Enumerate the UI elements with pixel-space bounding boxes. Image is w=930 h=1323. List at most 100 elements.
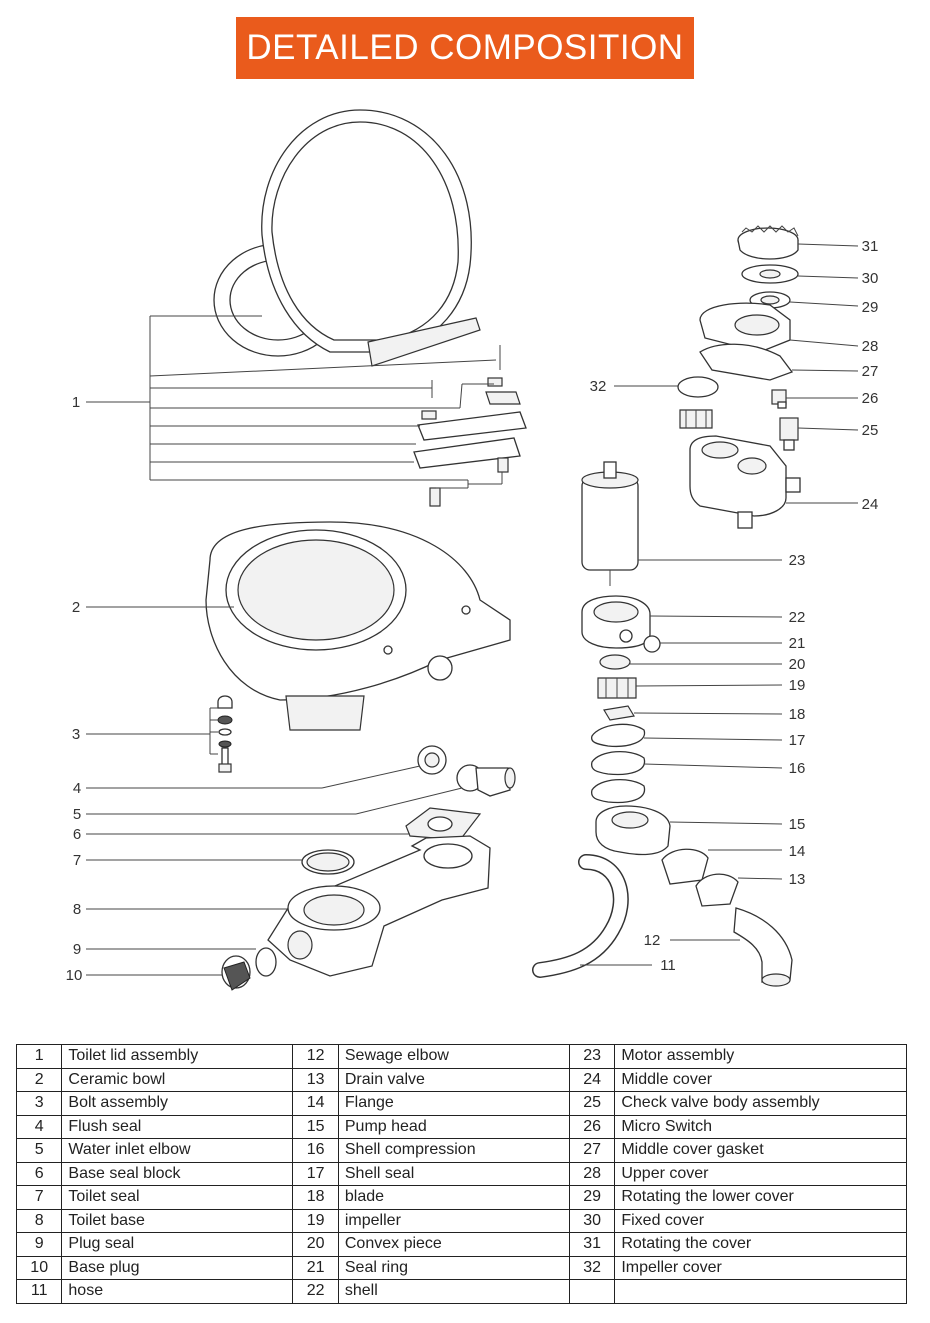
part-number: 9 xyxy=(15,1232,63,1257)
bolt-assembly-illustration xyxy=(217,695,233,773)
callout-lines-right xyxy=(580,243,859,966)
callout-21: 21 xyxy=(789,635,806,652)
hose-illustration xyxy=(532,854,629,978)
part-name: Shell compression xyxy=(337,1138,570,1163)
impeller-illustration xyxy=(597,677,637,699)
page-title: DETAILED COMPOSITION xyxy=(236,17,694,79)
callout-lines-1 xyxy=(86,315,503,489)
callout-31: 31 xyxy=(862,238,879,255)
part-name: Check valve body assembly xyxy=(614,1091,907,1116)
pump-head-illustration xyxy=(595,805,671,856)
flush-seal-illustration xyxy=(417,745,447,775)
fixed-cover-illustration xyxy=(741,264,799,284)
callout-1: 1 xyxy=(72,394,80,411)
part-name: Base plug xyxy=(61,1255,294,1280)
impeller-small-illustration xyxy=(679,409,713,429)
callout-17: 17 xyxy=(789,732,806,749)
part-name xyxy=(614,1279,907,1304)
callout-24: 24 xyxy=(862,496,879,513)
micro-switch-illustration xyxy=(771,389,787,409)
part-number xyxy=(568,1279,616,1304)
callout-28: 28 xyxy=(862,338,879,355)
part-name: Water inlet elbow xyxy=(61,1138,294,1163)
part-number: 10 xyxy=(15,1255,63,1280)
part-number: 17 xyxy=(292,1161,339,1186)
part-number: 25 xyxy=(568,1091,616,1116)
part-number: 32 xyxy=(568,1255,616,1280)
shell-compression-illustration xyxy=(590,751,646,776)
part-name: Middle cover gasket xyxy=(614,1138,907,1163)
shell-illustration xyxy=(581,595,651,649)
part-number: 31 xyxy=(568,1232,616,1257)
water-inlet-elbow-illustration xyxy=(456,764,516,797)
part-number: 20 xyxy=(292,1232,339,1257)
part-name: Middle cover xyxy=(614,1067,907,1092)
callout-26: 26 xyxy=(862,390,879,407)
callout-10: 10 xyxy=(66,967,83,984)
motor-assembly-illustration xyxy=(581,461,639,586)
part-name: blade xyxy=(337,1185,570,1210)
callout-3: 3 xyxy=(72,726,80,743)
part-name: Seal ring xyxy=(337,1255,570,1280)
part-name: Plug seal xyxy=(61,1232,294,1257)
middle-cover-illustration xyxy=(689,435,801,529)
part-name: Sewage elbow xyxy=(337,1044,570,1069)
part-number: 12 xyxy=(292,1044,339,1069)
part-name: Motor assembly xyxy=(614,1044,907,1069)
part-number: 15 xyxy=(292,1114,339,1139)
part-name: Drain valve xyxy=(337,1067,570,1092)
part-name: Rotating the cover xyxy=(614,1232,907,1257)
toilet-lid-illustration xyxy=(213,109,527,507)
callout-5: 5 xyxy=(73,806,81,823)
callout-16: 16 xyxy=(789,760,806,777)
sewage-elbow-illustration xyxy=(733,907,793,987)
part-number: 8 xyxy=(15,1208,63,1233)
callout-9: 9 xyxy=(73,941,81,958)
upper-cover-illustration xyxy=(699,302,791,353)
shell-seal-illustration xyxy=(590,723,646,748)
part-name: hose xyxy=(61,1279,294,1304)
callout-8: 8 xyxy=(73,901,81,918)
callout-25: 25 xyxy=(862,422,879,439)
callout-11: 11 xyxy=(660,957,676,974)
callout-numbers: 1 2 3 4 5 6 7 8 9 10 11 12 13 14 15 16 1… xyxy=(66,238,879,984)
part-number: 19 xyxy=(292,1208,339,1233)
callout-29: 29 xyxy=(862,299,879,316)
callout-2: 2 xyxy=(72,599,80,616)
part-number: 26 xyxy=(568,1114,616,1139)
callout-19: 19 xyxy=(789,677,806,694)
pump-shell-seal-illustration xyxy=(590,779,646,804)
part-number: 16 xyxy=(292,1138,339,1163)
part-number: 2 xyxy=(15,1067,63,1092)
part-number: 1 xyxy=(15,1044,63,1069)
callout-30: 30 xyxy=(862,270,879,287)
part-name: Fixed cover xyxy=(614,1208,907,1233)
part-name: shell xyxy=(337,1279,570,1304)
part-name: Toilet base xyxy=(61,1208,294,1233)
rotating-cover-illustration xyxy=(737,225,799,260)
part-name: Toilet seal xyxy=(61,1185,294,1210)
callout-18: 18 xyxy=(789,706,806,723)
part-name: Impeller cover xyxy=(614,1255,907,1280)
toilet-seal-illustration xyxy=(301,849,355,875)
part-name: Base seal block xyxy=(61,1161,294,1186)
callout-4: 4 xyxy=(73,780,81,797)
part-name: Upper cover xyxy=(614,1161,907,1186)
part-name: Rotating the lower cover xyxy=(614,1185,907,1210)
part-name: Micro Switch xyxy=(614,1114,907,1139)
part-number: 5 xyxy=(15,1138,63,1163)
exploded-diagram: 1 2 3 4 5 6 7 8 9 10 11 12 13 14 15 16 1… xyxy=(66,109,879,991)
part-number: 14 xyxy=(292,1091,339,1116)
plug-seal-illustration xyxy=(255,947,277,977)
base-plug-illustration xyxy=(221,955,251,991)
part-name: Flush seal xyxy=(61,1114,294,1139)
part-number: 24 xyxy=(568,1067,616,1092)
part-number: 3 xyxy=(15,1091,63,1116)
